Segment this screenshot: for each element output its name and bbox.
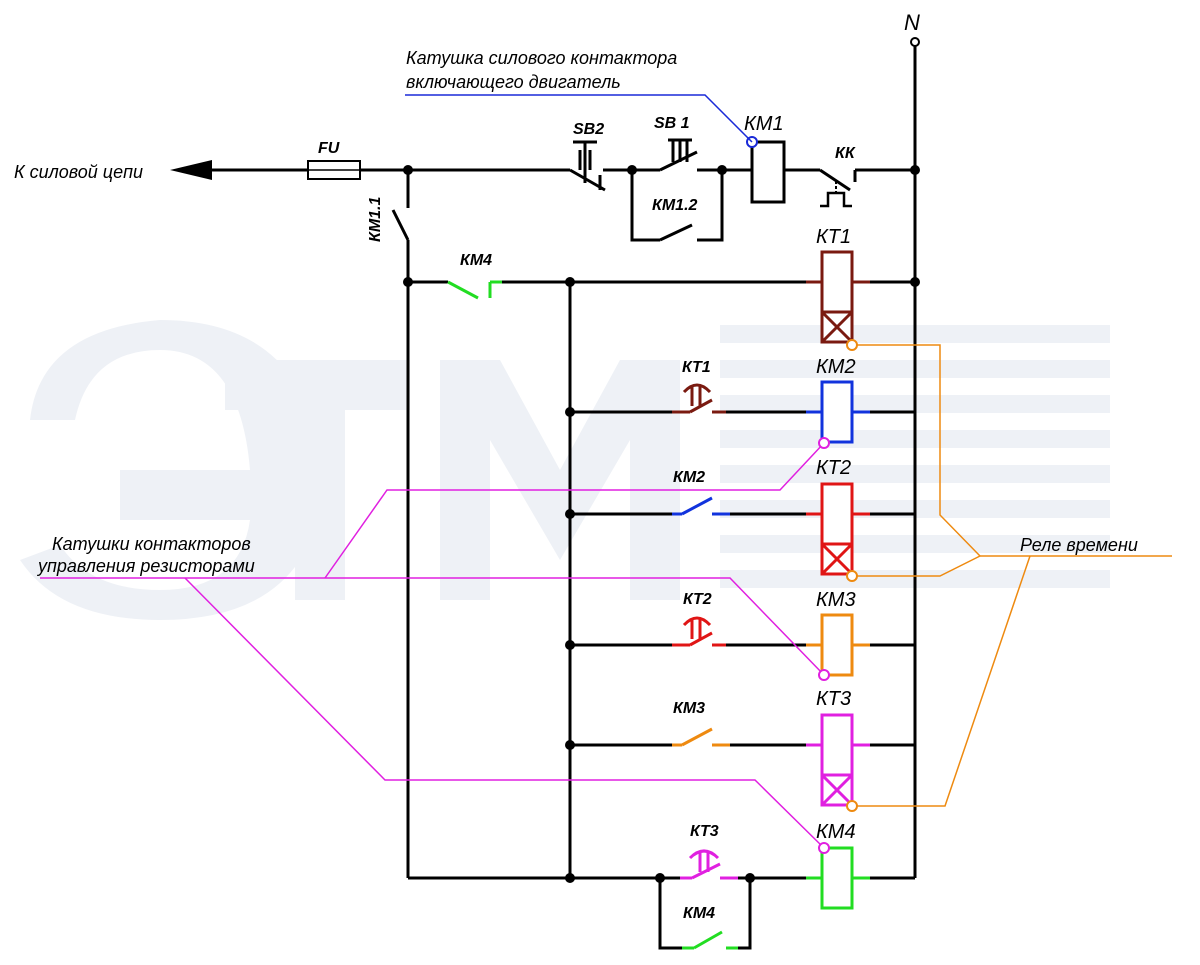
row-km4: КТ3 КМ4 КМ4 [408, 821, 915, 950]
kk-thermal-contact: КК [819, 145, 857, 208]
svg-text:КМ3: КМ3 [673, 700, 705, 717]
sb2-pushbutton: SB2 [569, 121, 606, 192]
arrow-left-icon [170, 160, 212, 180]
svg-text:Реле времени: Реле времени [1020, 535, 1138, 555]
row-kt2: КМ2 КТ2 [565, 457, 915, 576]
svg-text:включающего двигатель: включающего двигатель [406, 72, 621, 92]
km1-coil [750, 140, 786, 204]
km1-coil-label: КМ1 [744, 113, 784, 135]
km2-coil-label: КМ2 [816, 356, 856, 378]
sb1-pushbutton: SB 1 [632, 115, 722, 172]
svg-text:КМ4: КМ4 [683, 905, 715, 922]
svg-text:КК: КК [835, 145, 856, 162]
km4-nc-contact [447, 280, 502, 300]
top-line: К силовой цепи FU SB2 SB 1 [14, 113, 920, 242]
kt2-timed-contact [672, 616, 726, 647]
km2-contact [672, 496, 730, 516]
kt1-coil-label: КТ1 [816, 226, 851, 248]
svg-text:SB 1: SB 1 [654, 115, 690, 132]
kt1-timed-contact [672, 383, 726, 414]
kt3-timed-contact [680, 849, 738, 880]
kt3-coil-label: КТ3 [816, 688, 851, 710]
callout-power-contactor: Катушка силового контактора включающего … [405, 48, 753, 143]
svg-text:SB2: SB2 [573, 121, 604, 138]
neutral-bus: N [904, 10, 920, 878]
svg-text:КМ4: КМ4 [460, 252, 492, 269]
svg-text:КТ2: КТ2 [683, 591, 712, 608]
svg-text:КТ1: КТ1 [682, 359, 711, 376]
km4-coil-label: КМ4 [816, 821, 856, 843]
callout-resistor-coils: Катушки контакторов управления резистора… [36, 437, 830, 854]
km2-coil [820, 380, 854, 444]
row-kt1: КМ4 КТ1 [403, 226, 920, 344]
km4-coil [820, 846, 854, 910]
svg-text:КМ2: КМ2 [673, 469, 705, 486]
km4-hold-contact [682, 930, 738, 950]
row-km2: КТ1 КМ2 [565, 356, 915, 444]
neutral-label: N [904, 10, 920, 35]
km3-contact [672, 727, 730, 747]
svg-text:Катушки контакторов: Катушки контакторов [52, 534, 251, 554]
svg-text:КТ3: КТ3 [690, 823, 719, 840]
power-circuit-label: К силовой цепи [14, 162, 143, 182]
svg-text:управления резисторами: управления резисторами [36, 556, 255, 576]
km1-1-main-contact: КМ1.1 [367, 170, 410, 282]
svg-text:КМ1.1: КМ1.1 [367, 196, 384, 242]
kt2-coil-label: КТ2 [816, 457, 851, 479]
row-km3: КТ2 КМ3 [565, 589, 915, 677]
svg-text:Катушка силового контактора: Катушка силового контактора [406, 48, 677, 68]
km1-2-hold-contact: КМ1.2 [630, 170, 724, 242]
km3-coil [820, 613, 854, 677]
row-kt3: КМ3 КТ3 [565, 688, 915, 807]
km3-coil-label: КМ3 [816, 589, 856, 611]
svg-text:КМ1.2: КМ1.2 [652, 197, 698, 214]
fuse-label: FU [318, 140, 340, 157]
callout-time-relay: Реле времени [846, 339, 1172, 812]
